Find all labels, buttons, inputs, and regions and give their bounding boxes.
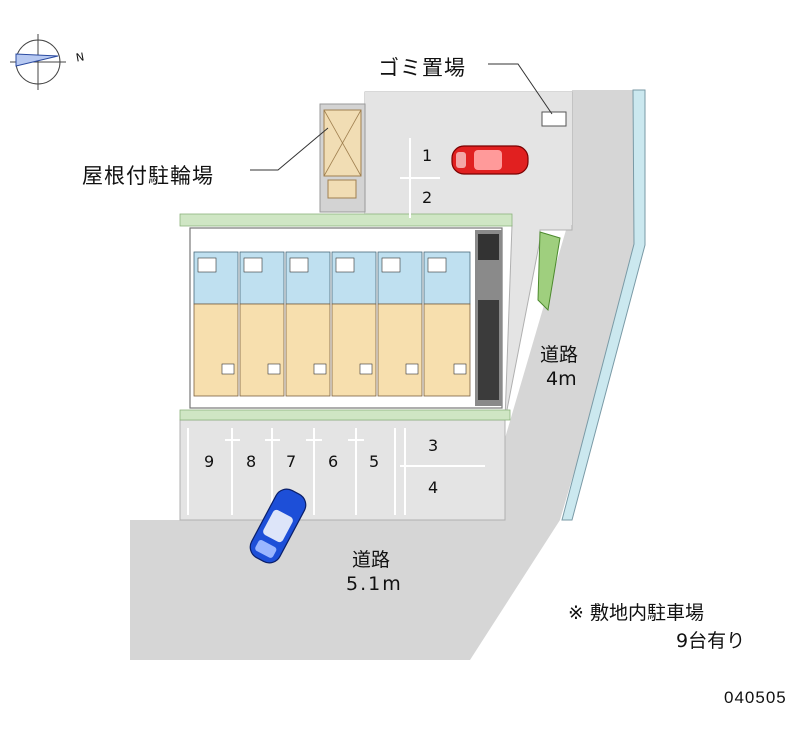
south-road-width: 5.1m — [346, 573, 403, 595]
bicycle-parking-label: 屋根付駐輪場 — [82, 164, 214, 188]
parking-note-line2: 9台有り — [676, 630, 746, 652]
east-parking-lines — [400, 428, 485, 515]
compass-icon — [10, 34, 66, 90]
east-sidewalk — [561, 89, 646, 521]
parking-note-line1: ※ 敷地内駐車場 — [568, 602, 704, 624]
south-road-name: 道路 — [352, 549, 391, 571]
parking-space-1: 1 — [422, 146, 433, 165]
leader-bicycle — [250, 127, 329, 171]
parking-space-2: 2 — [422, 188, 433, 207]
parking-space-6: 6 — [328, 452, 339, 471]
parking-space-4: 4 — [428, 478, 439, 497]
parked-car-red — [451, 145, 529, 175]
parking-space-9: 9 — [204, 452, 215, 471]
south-road — [130, 520, 520, 660]
green-planter-east — [537, 231, 561, 312]
garbage-station — [541, 111, 567, 127]
garbage-area-label: ゴミ置場 — [378, 56, 466, 80]
parking-space-5: 5 — [369, 452, 380, 471]
parking-space-8: 8 — [246, 452, 257, 471]
parking-space-7: 7 — [286, 452, 297, 471]
map-code: 040505 — [724, 688, 787, 707]
east-road-width: 4m — [546, 368, 577, 390]
north-parking-lines — [400, 138, 440, 218]
units — [193, 251, 471, 397]
east-road-name: 道路 — [540, 344, 579, 366]
south-parking-lines — [187, 428, 396, 515]
green-strip-north — [179, 213, 513, 227]
leader-garbage — [488, 63, 553, 115]
road-car-blue — [249, 488, 307, 564]
green-strip-south — [179, 409, 511, 421]
parking-space-3: 3 — [428, 436, 439, 455]
